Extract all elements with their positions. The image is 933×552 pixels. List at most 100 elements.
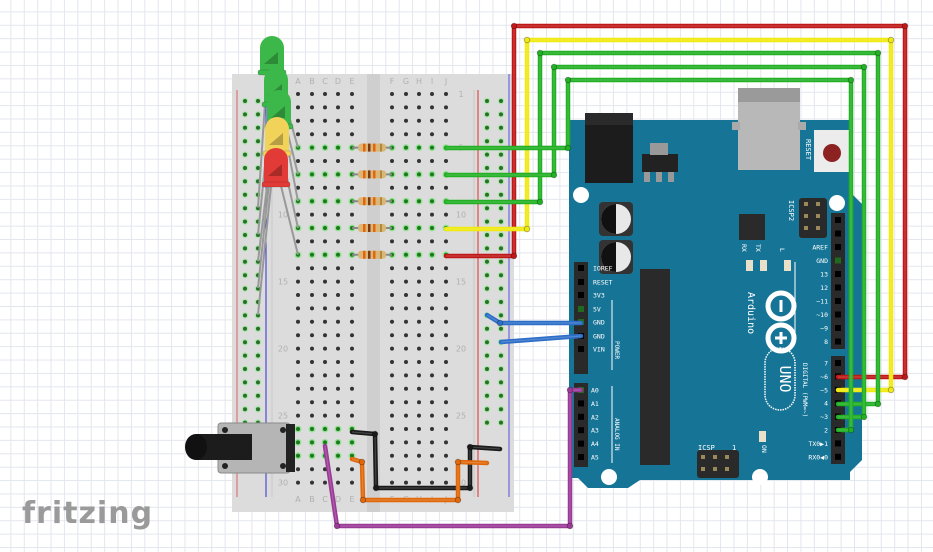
wire-bendpoint[interactable] <box>847 76 855 84</box>
wire-bendpoint[interactable] <box>454 496 462 504</box>
wire-bendpoint[interactable] <box>536 49 544 57</box>
wire-bendpoint[interactable] <box>566 522 574 530</box>
breadboard-hole <box>430 279 434 284</box>
column-label: D <box>335 495 341 504</box>
breadboard-hole <box>404 373 408 378</box>
wire-bendpoint[interactable] <box>359 496 367 504</box>
wire-bendpoint[interactable] <box>371 430 379 438</box>
breadboard-hole <box>336 293 340 297</box>
resistor <box>352 143 392 152</box>
wire-bendpoint[interactable] <box>564 76 572 84</box>
breadboard-hole <box>417 239 421 244</box>
breadboard-hole <box>430 92 434 96</box>
breadboard-hole <box>430 266 434 271</box>
pin-label: GND <box>816 257 828 265</box>
breadboard-hole <box>404 427 408 431</box>
wire-led2-pin3[interactable] <box>443 64 867 420</box>
wire-bendpoint[interactable] <box>847 426 855 434</box>
on-led <box>759 431 766 442</box>
rail-hole <box>256 380 260 385</box>
wire-bendpoint[interactable] <box>887 386 895 394</box>
wire-bendpoint[interactable] <box>860 413 868 421</box>
wire-led4-pin5[interactable] <box>443 37 894 393</box>
wire-bendpoint[interactable] <box>860 63 868 71</box>
wire-bendpoint[interactable] <box>874 400 882 408</box>
arduino-silkscreen-text: IOREFRESET3V35VGNDGNDVINA0A1A2A3A4A5AREF… <box>591 139 828 463</box>
wire-bendpoint[interactable] <box>510 252 518 260</box>
uno-badge <box>764 347 796 411</box>
rail-hole <box>485 192 489 197</box>
header-pin <box>578 454 584 460</box>
potentiometer[interactable] <box>185 422 295 474</box>
wire-gnd[interactable] <box>498 333 584 345</box>
wire-bendpoint[interactable] <box>550 171 558 179</box>
wire-bendpoint[interactable] <box>466 443 474 451</box>
breadboard-hole <box>296 453 300 458</box>
breadboard-hole <box>350 360 354 364</box>
rail-hole <box>499 139 503 144</box>
breadboard-hole <box>430 467 434 472</box>
wire-bendpoint[interactable] <box>901 373 909 381</box>
potentiometer-knob[interactable] <box>185 434 207 460</box>
wire-bendpoint[interactable] <box>887 36 895 44</box>
breadboard-hole <box>336 346 340 351</box>
wire-bendpoint[interactable] <box>333 522 341 530</box>
wire-led3-pin4[interactable] <box>443 50 881 407</box>
wire-bendpoint[interactable] <box>454 458 462 466</box>
breadboard-hole <box>390 386 394 391</box>
fritzing-logo: fritzing <box>22 496 154 531</box>
rail-hole <box>256 99 260 103</box>
breadboard-hole <box>350 105 354 110</box>
breadboard-hole <box>444 239 448 244</box>
breadboard-hole <box>417 118 421 123</box>
wire-bendpoint[interactable] <box>510 22 518 30</box>
rail-hole <box>499 380 503 385</box>
breadboard-hole <box>350 400 354 405</box>
led-die <box>269 133 283 145</box>
wire-bendpoint[interactable] <box>536 198 544 206</box>
breadboard-hole <box>417 185 421 190</box>
header-pin <box>835 440 841 447</box>
wire-bendpoint[interactable] <box>372 484 380 492</box>
led-dome <box>260 36 284 60</box>
wire-bendpoint[interactable] <box>566 386 574 394</box>
wire-led5-pin6[interactable] <box>443 23 908 380</box>
breadboard-hole <box>323 159 327 163</box>
pin-label-a1: A1 <box>591 400 599 408</box>
breadboard-hole <box>350 185 354 190</box>
wire-bendpoint[interactable] <box>358 458 366 466</box>
breadboard-hole <box>430 293 434 297</box>
resistor <box>352 250 392 259</box>
breadboard-hole <box>310 453 314 458</box>
reset-button-cap[interactable] <box>823 144 841 162</box>
breadboard-hole <box>350 319 354 324</box>
breadboard-hole <box>444 306 448 311</box>
column-label: H <box>416 77 422 86</box>
breadboard-hole <box>336 199 340 204</box>
wire-bendpoint[interactable] <box>874 49 882 57</box>
rail-hole <box>243 206 247 211</box>
breadboard-hole <box>336 413 340 418</box>
breadboard-hole <box>444 212 448 217</box>
rail-hole <box>499 407 503 412</box>
wire-bendpoint[interactable] <box>901 22 909 30</box>
row-number: 25 <box>278 412 288 421</box>
rail-hole <box>243 259 247 264</box>
wire-pot-gnd[interactable] <box>349 429 503 491</box>
pin-label-ioref: IOREF <box>593 265 613 273</box>
breadboard-hole <box>430 346 434 351</box>
breadboard-hole <box>310 239 314 244</box>
wire-bendpoint[interactable] <box>496 319 504 327</box>
pin-label-vin: VIN <box>593 346 605 354</box>
breadboard-hole <box>336 185 340 190</box>
wire-bendpoint[interactable] <box>523 36 531 44</box>
wire-bendpoint[interactable] <box>550 63 558 71</box>
rail-hole <box>485 380 489 385</box>
wire-bendpoint[interactable] <box>564 144 572 152</box>
mounting-hole <box>752 469 768 485</box>
breadboard-hole <box>404 467 408 472</box>
wire-bendpoint[interactable] <box>466 484 474 492</box>
breadboard-hole <box>417 279 421 284</box>
wire-bendpoint[interactable] <box>523 225 531 233</box>
pot-screw <box>280 463 286 469</box>
